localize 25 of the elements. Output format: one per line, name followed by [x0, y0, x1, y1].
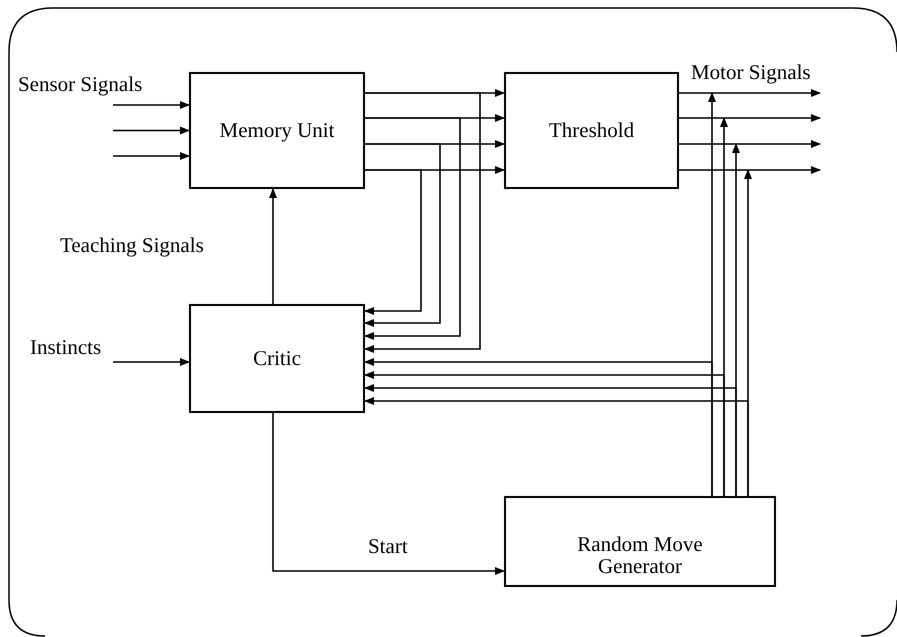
arrow: [113, 358, 190, 366]
arrow: [364, 117, 461, 340]
arrow: [113, 152, 190, 160]
arrow: [272, 413, 505, 575]
box-label: Memory Unit: [220, 119, 334, 142]
arrow: [679, 114, 821, 122]
arrow: [364, 92, 481, 353]
arrow: [364, 143, 441, 327]
box-label: Random Move Generator: [576, 532, 704, 577]
arrow: [364, 169, 422, 315]
arrow: [679, 166, 821, 174]
arrow: [269, 188, 277, 304]
box-label: Critic: [253, 347, 301, 370]
edge-label: Sensor Signals: [18, 74, 142, 95]
edge-label: Motor Signals: [691, 62, 811, 83]
process-box: [504, 72, 679, 189]
process-box: [189, 72, 365, 189]
arrow: [679, 140, 821, 148]
arrow: [679, 89, 821, 97]
edge-label: Teaching Signals: [60, 235, 204, 256]
arrow: [113, 101, 190, 109]
process-box: [189, 304, 365, 413]
arrow: [113, 126, 190, 134]
process-box: [504, 496, 776, 587]
box-label: Threshold: [548, 119, 634, 142]
